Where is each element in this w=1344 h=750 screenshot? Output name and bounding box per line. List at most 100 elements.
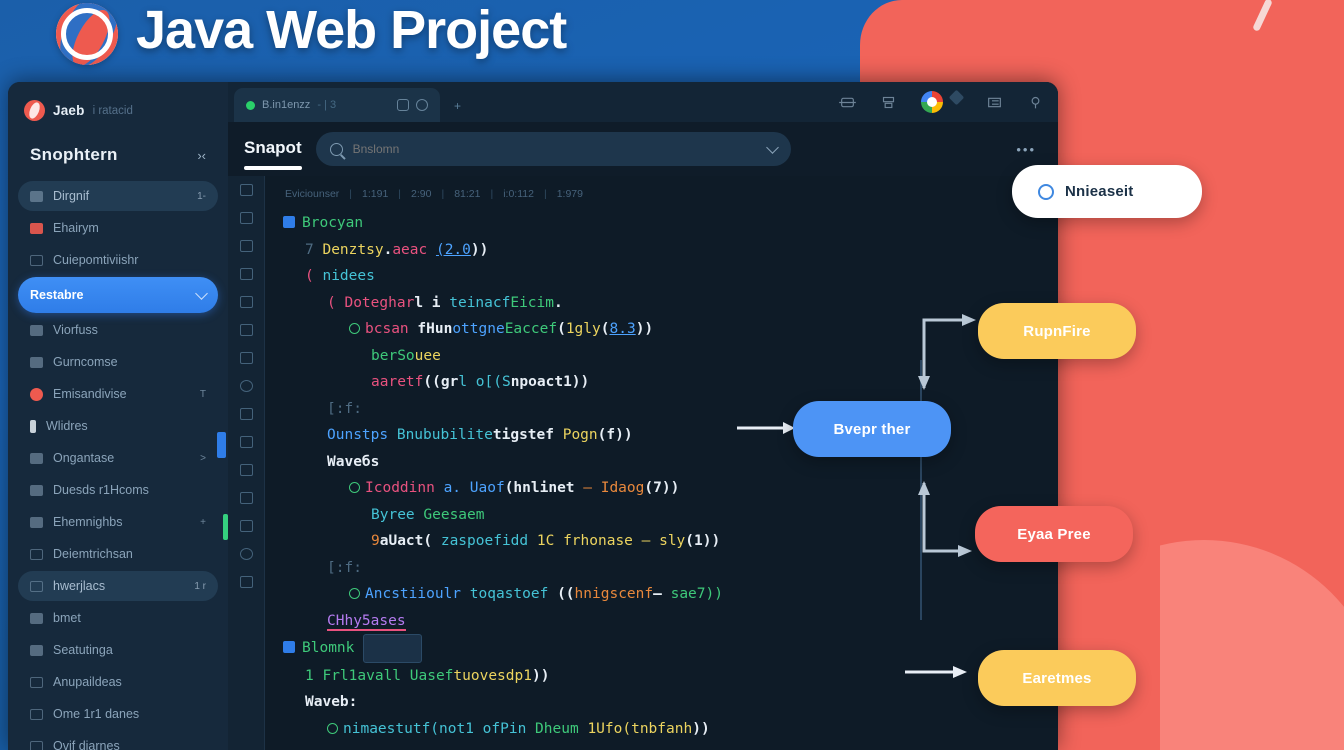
sidebar-item-11[interactable]: Deiemtrichsan [18,539,218,569]
print-icon[interactable] [880,95,897,110]
box-icon[interactable] [239,576,253,588]
code-line[interactable]: berSouee [279,343,1058,370]
code-token: 8.3 [609,321,636,337]
sidebar-item-3[interactable]: Restabre [18,277,218,313]
search-box[interactable] [315,132,791,166]
link-icon[interactable] [397,99,409,111]
sidebar-item-13[interactable]: bmet [18,603,218,633]
toolbar-active-tab[interactable]: Snapot [244,138,302,170]
callout-button[interactable]: Nnieaseit [1012,165,1202,218]
sidebar-item-label: Duesds r1Hcoms [53,483,149,497]
hash-icon[interactable] [239,492,253,504]
list-icon[interactable] [239,212,253,224]
breadcrumb-item[interactable]: 2:90 [411,188,432,200]
clock-icon[interactable] [239,548,253,560]
layout-icon[interactable] [986,95,1003,110]
code-line[interactable]: Blomnk [279,634,1058,663]
chevron-down-icon[interactable] [195,286,208,300]
sidebar-item-16[interactable]: Ome 1r1 danes [18,699,218,729]
code-line[interactable]: Ancstiioulr toqastoef ((hnigscenf— sae7)… [279,581,1058,608]
search-input[interactable] [352,142,758,156]
card-icon [30,356,43,368]
sidebar-item-17[interactable]: Ovif diarnes [18,731,218,750]
more-options-icon[interactable]: ••• [1016,141,1036,157]
flow-pill-top[interactable]: RupnFire [978,303,1136,359]
code-line[interactable]: aaretf((grl o[(Snpoact1)) [279,369,1058,396]
copy-icon[interactable] [239,436,253,448]
code-line[interactable]: Waveбs [279,449,1058,476]
flow-pill-mid[interactable]: Eyaa Pree [975,506,1133,562]
pin-icon[interactable] [1027,95,1044,110]
code-token: CHhy5ases [327,612,406,631]
sidebar-section-header: Snophtern ›‹ [8,135,228,179]
code-line[interactable]: ( nidees [279,263,1058,290]
chrome-icon[interactable] [921,91,943,113]
chart-icon[interactable] [239,408,253,420]
breadcrumb-item[interactable]: 1:191 [362,188,389,200]
window-tab[interactable]: B.in1enzz - | 3 [234,88,440,122]
code-line[interactable]: CHhy5ases [279,608,1058,635]
breadcrumb-item[interactable]: i:0:112 [503,188,534,200]
code-line[interactable]: 1 Frl1avall Uaseftuovesdp1)) [279,663,1058,690]
code-content[interactable]: Eviciounser|1:191|2:90|81:21|i:0:112|1:9… [264,176,1058,750]
code-token: tigstef [492,427,563,443]
code-line[interactable]: 7 Denztsy.aeac (2.0)) [279,237,1058,264]
comment-icon[interactable] [416,99,428,111]
chevron-down-icon[interactable] [765,140,779,154]
code-token: Dheum [526,720,579,737]
sidebar-item-5[interactable]: Gurncomse [18,347,218,377]
breadcrumb-item[interactable]: 81:21 [454,188,481,200]
code-token: — [653,586,671,602]
tag-icon [30,580,43,592]
sidebar-item-14[interactable]: Seatutinga [18,635,218,665]
code-token: teinacf [449,294,511,311]
breadcrumb: Eviciounser|1:191|2:90|81:21|i:0:112|1:9… [279,182,1058,210]
grid-icon[interactable] [239,352,253,364]
card-icon [30,190,43,202]
code-line[interactable]: ( Dotegharl i teinacfEicim. [279,290,1058,317]
code-line[interactable]: Waveb: [279,689,1058,716]
plus-icon[interactable]: + [454,99,462,113]
bug-icon[interactable] [239,464,253,476]
brand-mark-icon [24,100,45,121]
sidebar-item-1[interactable]: Ehairym [18,213,218,243]
code-line[interactable]: Brocyan [279,210,1058,237]
sidebar-item-7[interactable]: Wlidres [18,411,218,441]
breadcrumb-item[interactable]: Eviciounser [285,188,340,200]
code-line[interactable]: bcsan fHunottgneEaccef(1gly(8.3)) [279,316,1058,343]
sidebar-item-15[interactable]: Anupaildeas [18,667,218,697]
sidebar-item-4[interactable]: Viorfuss [18,315,218,345]
sidebar-item-9[interactable]: Duesds r1Hcoms [18,475,218,505]
arrow-to-top-pill-icon [918,314,976,390]
code-token: )) [470,241,489,258]
branch-icon[interactable] [239,240,253,252]
sidebar-brand[interactable]: Jaeb i ratacid [8,92,228,135]
code-token: )) [531,667,550,684]
code-token: toqastoef [469,586,558,602]
flow-pill-center[interactable]: Bvepr ther [793,401,951,457]
flow-pill-bottom[interactable]: Earetmes [978,650,1136,706]
editor-gutter [228,176,264,750]
menu-icon[interactable] [239,184,253,196]
user-icon[interactable] [239,380,253,392]
code-line[interactable]: nimaestutf(not1 ofPin Dheum 1Ufo(tnbfanh… [279,716,1058,743]
sidebar-item-8[interactable]: Ongantase> [18,443,218,473]
sidebar-item-2[interactable]: Cuiepomtiviishr [18,245,218,275]
sidebar-item-10[interactable]: Ehemnighbs+ [18,507,218,537]
code-line[interactable]: Icoddinn a. Uaof(hnlinet — Idaog(7)) [279,475,1058,502]
collapse-icon[interactable]: ›‹ [197,147,206,163]
code-line[interactable]: 9aUact( zaspoefidd 1C frhonase — sly(1)) [279,528,1058,555]
code-line[interactable]: Byree Geesaem [279,502,1058,529]
terminal-icon[interactable] [239,324,253,336]
breadcrumb-item[interactable]: 1:979 [556,188,583,200]
search-code-icon[interactable] [239,268,253,280]
code-line[interactable]: Ounstps Bnububilitetigstef Pogn(f)) [279,422,1058,449]
split-view-icon[interactable] [839,95,856,110]
puzzle-icon[interactable] [239,520,253,532]
db-icon[interactable] [239,296,253,308]
code-line[interactable]: [:f: [279,396,1058,423]
code-line[interactable]: [:f: [279,555,1058,582]
